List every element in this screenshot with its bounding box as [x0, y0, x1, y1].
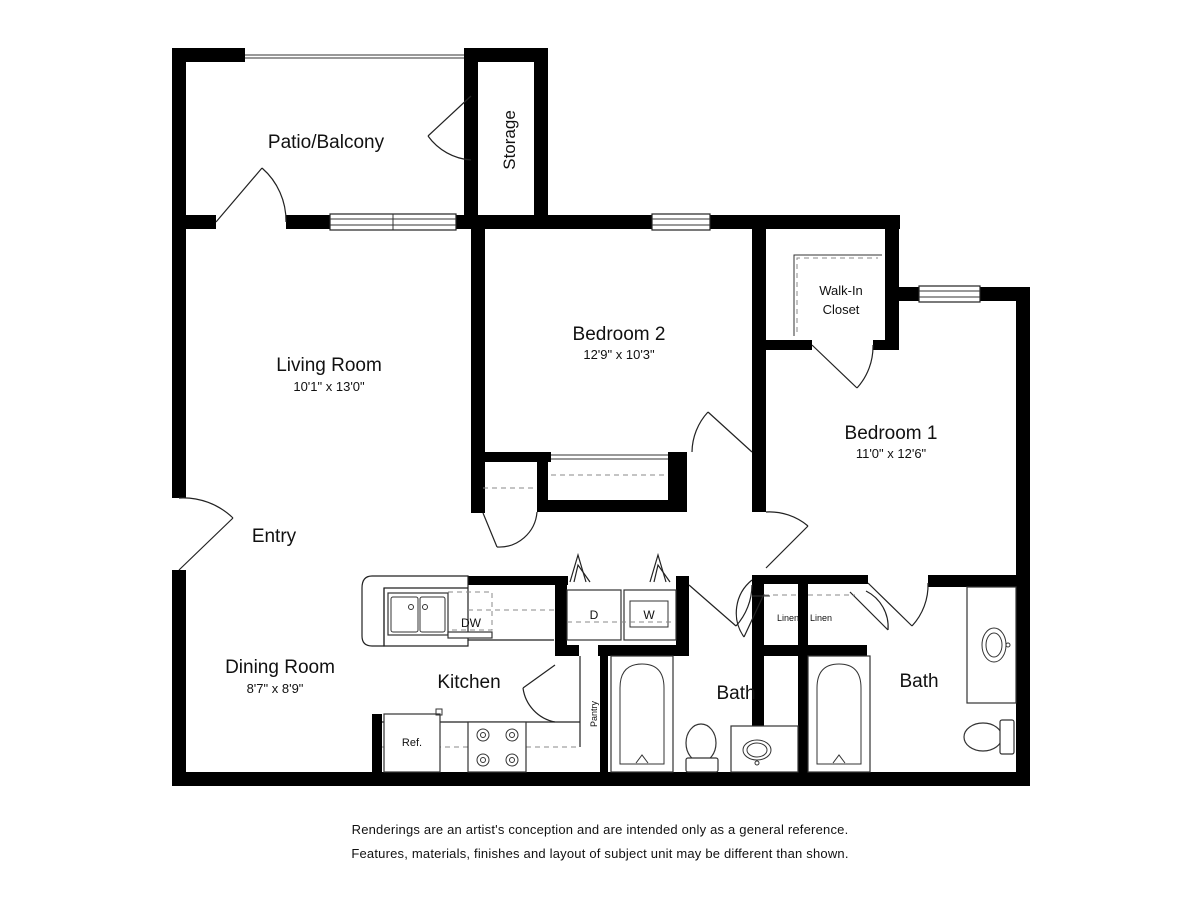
range-cooktop — [467, 721, 527, 773]
windows — [245, 54, 981, 303]
linen2-label: Linen — [810, 613, 832, 623]
storage-label: Storage — [500, 110, 519, 170]
disclaimer-line-2: Features, materials, finishes and layout… — [351, 846, 849, 861]
bath1-tub — [610, 655, 674, 773]
dryer-label: D — [590, 608, 599, 622]
refrigerator-label: Ref. — [402, 737, 422, 749]
washer — [623, 589, 677, 641]
entry-label: Entry — [252, 526, 297, 547]
bath2-tub — [807, 655, 871, 773]
refrigerator — [383, 713, 441, 773]
washer-label: W — [643, 608, 655, 622]
dishwasher-label: DW — [461, 616, 482, 630]
pantry-label: Pantry — [589, 700, 599, 727]
bedroom2-window — [651, 213, 711, 231]
linen1-label: Linen — [777, 613, 799, 623]
bedroom2-dims: 12'9" x 10'3" — [583, 347, 655, 362]
living-room-dims: 10'1" x 13'0" — [293, 379, 365, 394]
kitchen-fixtures — [361, 575, 677, 773]
walkin-closet-label-2: Closet — [823, 302, 860, 317]
bath1-toilet — [685, 723, 717, 763]
living-window — [329, 213, 457, 231]
dining-room-dims: 8'7" x 8'9" — [247, 681, 304, 696]
doors — [178, 95, 929, 723]
bath2-vanity — [966, 586, 1017, 704]
disclaimer-line-1: Renderings are an artist's conception an… — [351, 822, 849, 837]
dryer — [566, 589, 622, 641]
bedroom1-label: Bedroom 1 — [845, 423, 938, 444]
bath2-label: Bath — [899, 671, 938, 692]
walkin-closet-label-1: Walk-In — [819, 283, 863, 298]
bedroom1-window — [918, 285, 981, 303]
bath-fixtures — [610, 586, 1017, 773]
bath1-label: Bath — [716, 683, 755, 704]
bath1-vanity — [730, 725, 799, 773]
room-labels: Patio/Balcony Storage Living Room 10'1" … — [225, 110, 938, 704]
walls — [172, 48, 1030, 786]
bath2-toilet — [963, 722, 1003, 752]
kitchen-label: Kitchen — [437, 672, 500, 693]
dining-room-label: Dining Room — [225, 657, 335, 678]
bedroom1-dims: 11'0" x 12'6" — [856, 446, 927, 461]
patio-label: Patio/Balcony — [268, 132, 385, 153]
living-room-label: Living Room — [276, 355, 382, 376]
bedroom2-label: Bedroom 2 — [573, 324, 666, 345]
fixture-labels: DW D W Ref. Pantry Linen Linen — [402, 608, 832, 749]
